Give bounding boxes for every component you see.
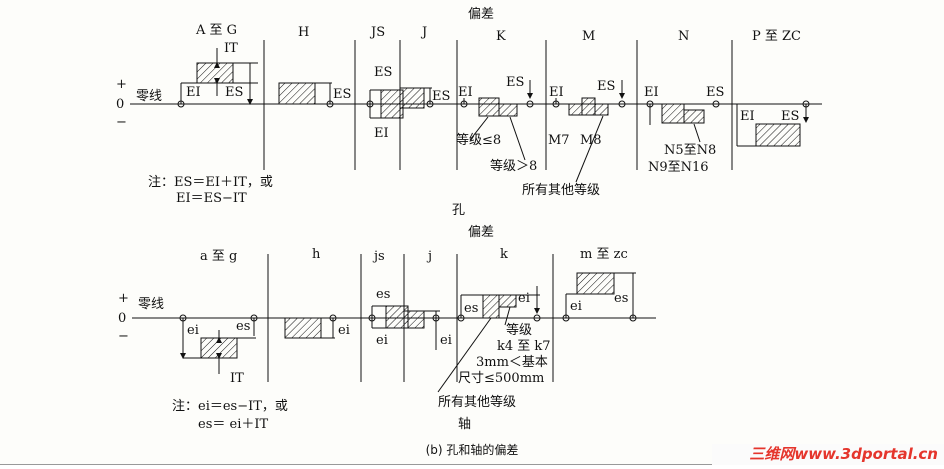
- shaft-zero: 0: [118, 311, 126, 326]
- hole-title: 偏差: [468, 7, 494, 22]
- es-label: ES: [706, 85, 724, 100]
- m7-label: M7: [548, 133, 570, 148]
- hole-minus-sign: −: [116, 115, 127, 130]
- hole-label-h: H: [298, 25, 309, 40]
- ei-label: ei: [518, 291, 530, 306]
- hole-label-m: M: [582, 29, 595, 44]
- tolerance-zone-n9-n16: [683, 109, 705, 124]
- es-label: es: [614, 291, 628, 306]
- shaft-plus-sign: +: [118, 291, 129, 306]
- size-range-line2: 尺寸≤500mm: [458, 371, 544, 386]
- all-other-grades-label: 所有其他等级: [522, 182, 600, 198]
- hole-section-label: 孔: [452, 203, 465, 218]
- m8-label: M8: [580, 133, 602, 148]
- shaft-minus-sign: −: [118, 329, 129, 344]
- tolerance-zone-k-shaft: [482, 294, 500, 319]
- hole-note-line1: 注：ES＝EI＋IT，或: [148, 175, 273, 190]
- tolerance-zone-k-le8: [478, 97, 500, 117]
- tolerance-zone-j-shaft: [403, 310, 425, 329]
- tolerance-zone-n5-n8: [661, 103, 685, 124]
- tolerance-zone-k-gt8: [498, 103, 518, 117]
- ei-label: EI: [186, 85, 201, 100]
- ei-label: ei: [376, 333, 388, 348]
- grade-gt8-label: 等级＞8: [490, 158, 537, 174]
- hole-label-k: K: [496, 29, 506, 44]
- shaft-note-line2: es＝ ei＋IT: [198, 417, 268, 432]
- tolerance-zone-m7: [568, 103, 583, 116]
- ei-label: EI: [458, 85, 473, 100]
- tolerance-zone-m-zc-shaft: [576, 272, 615, 295]
- es-label: es: [236, 319, 250, 334]
- hole-label-j: J: [420, 25, 427, 40]
- tolerance-zone-m-other: [594, 103, 609, 116]
- es-label: es: [464, 301, 478, 316]
- hole-label-js: JS: [369, 25, 385, 40]
- tolerance-zone-a-g-shaft: [200, 337, 238, 359]
- shaft-label-js: js: [372, 249, 385, 264]
- ei-label: ei: [570, 299, 582, 314]
- hole-label-n: N: [678, 29, 689, 44]
- it-label: IT: [230, 371, 244, 386]
- ei-label: ei: [338, 323, 350, 338]
- es-label: ES: [781, 109, 799, 124]
- es-label: ES: [597, 79, 615, 94]
- n9-n16-label: N9至N16: [648, 160, 709, 175]
- tolerance-zone-k-shaft-grade: [498, 294, 517, 308]
- tolerance-zone-p-zc: [755, 123, 801, 147]
- watermark-logo: 三维网www.3dportal.cn: [712, 444, 944, 465]
- tolerance-zone-h-shaft: [284, 317, 322, 339]
- es-label: ES: [225, 85, 243, 100]
- tolerance-zone-h: [278, 82, 316, 105]
- es-label: ES: [432, 89, 450, 104]
- hole-plus-sign: +: [116, 77, 127, 92]
- it-label: IT: [224, 41, 238, 56]
- hole-label-p-zc: P 至 ZC: [752, 29, 801, 44]
- figure-caption: (b) 孔和轴的偏差: [425, 443, 519, 457]
- ei-label: EI: [740, 109, 755, 124]
- shaft-label-m-zc: m 至 zc: [580, 247, 628, 262]
- grade-le8-label: 等级≤8: [456, 132, 501, 148]
- ei-label: ei: [187, 323, 199, 338]
- shaft-label-k: k: [500, 247, 508, 262]
- shaft-title: 偏差: [468, 225, 494, 240]
- shaft-note-line1: 注：ei＝es−IT，或: [172, 399, 288, 414]
- shaft-all-other-grades-label: 所有其他等级: [438, 394, 516, 410]
- shaft-label-j: j: [426, 249, 432, 264]
- size-range-line1: 3mm＜基本: [476, 355, 548, 370]
- es-label: ES: [506, 75, 524, 90]
- hole-label-a-g: A 至 G: [195, 23, 237, 38]
- tolerance-zone-m8: [581, 97, 596, 116]
- tolerance-zone-j: [399, 87, 425, 109]
- es-label: ES: [333, 87, 351, 102]
- shaft-label-h: h: [312, 247, 321, 262]
- k4-k7-label: k4 至 k7: [497, 339, 551, 354]
- n5-n8-label: N5至N8: [664, 143, 716, 158]
- shaft-diagram: [132, 254, 656, 393]
- ei-label: EI: [644, 85, 659, 100]
- shaft-label-a-g: a 至 g: [200, 249, 237, 264]
- ei-label: ei: [440, 333, 452, 348]
- hole-zero-line-label: 零线: [136, 89, 162, 104]
- hole-diagram: [130, 40, 822, 183]
- ei-label: EI: [549, 85, 564, 100]
- shaft-section-label: 轴: [458, 417, 471, 432]
- hole-zero: 0: [116, 97, 124, 112]
- tolerance-zone-a-g: [196, 62, 234, 84]
- shaft-grade-label: 等级: [506, 322, 532, 338]
- hole-note-line2: EI＝ES−IT: [176, 191, 247, 206]
- es-label: ES: [374, 65, 392, 80]
- es-label: es: [376, 287, 390, 302]
- ei-label: EI: [374, 126, 389, 141]
- shaft-zero-line-label: 零线: [138, 297, 164, 312]
